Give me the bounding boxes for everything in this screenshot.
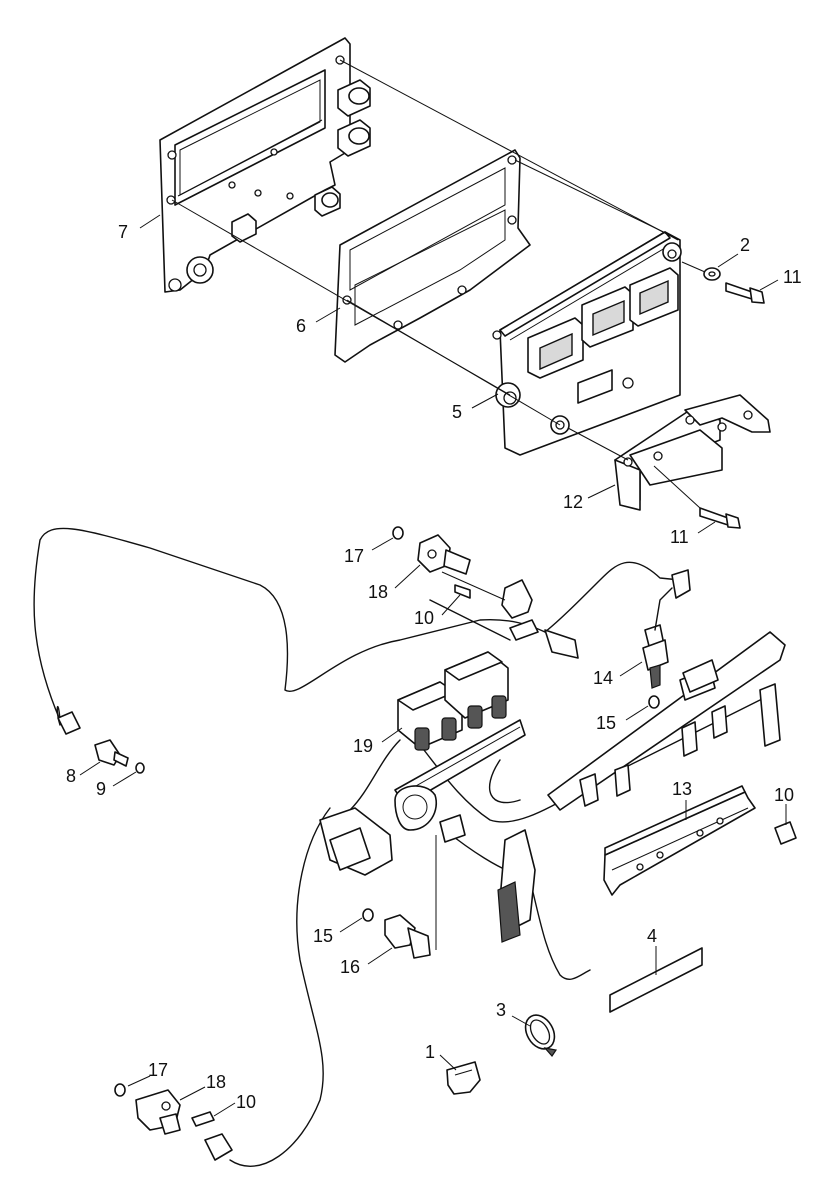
part-14-pressure-sensor xyxy=(642,587,673,689)
part-4-label-strip xyxy=(609,947,703,1013)
part-10-bolt-lower xyxy=(191,1111,215,1127)
part-17-o-ring-lower xyxy=(114,1083,126,1097)
bracket-standoffs xyxy=(231,79,371,243)
part-17-o-ring-upper xyxy=(392,526,404,540)
callout-9: 9 xyxy=(96,779,106,799)
part-18-crank-sensor-lower xyxy=(135,1089,181,1135)
part-10-bolt-upper xyxy=(454,584,471,599)
callout-12: 12 xyxy=(563,492,583,512)
assembly-reference-lines xyxy=(171,59,706,950)
part-19-relay-assembly xyxy=(397,651,509,751)
callout-16: 16 xyxy=(340,957,360,977)
callout-10-lower: 10 xyxy=(236,1092,256,1112)
part-5-control-module xyxy=(492,231,682,456)
part-7-mounting-bracket xyxy=(159,37,371,293)
callout-3: 3 xyxy=(496,1000,506,1020)
callout-18-lower: 18 xyxy=(206,1072,226,1092)
callout-1: 1 xyxy=(425,1042,435,1062)
part-18-crank-sensor-upper xyxy=(417,534,471,575)
callout-17-lower: 17 xyxy=(148,1060,168,1080)
callout-2: 2 xyxy=(740,235,750,255)
module-connectors xyxy=(527,267,679,379)
callout-18-upper: 18 xyxy=(368,582,388,602)
callout-11-lower: 11 xyxy=(670,527,689,547)
harness-end-connector-left xyxy=(57,711,81,735)
callout-10-upper: 10 xyxy=(414,608,434,628)
part-11-bolt-upper xyxy=(725,282,765,304)
part-9-o-ring xyxy=(135,762,145,774)
callout-14: 14 xyxy=(593,668,613,688)
callout-8: 8 xyxy=(66,766,76,786)
harness-end-connector-bottom xyxy=(204,1133,233,1161)
callout-13: 13 xyxy=(672,779,692,799)
callout-4: 4 xyxy=(647,926,657,946)
part-1-cable-clip xyxy=(446,1061,481,1095)
part-8-temp-sensor xyxy=(94,739,129,767)
part-11-bolt-lower xyxy=(699,507,741,529)
callout-numbers: 7 6 5 2 11 12 11 17 18 10 14 15 13 10 19… xyxy=(66,222,802,1112)
callout-17-upper: 17 xyxy=(344,546,364,566)
callout-15-lower: 15 xyxy=(313,926,333,946)
part-15-o-ring-lower xyxy=(362,908,374,922)
callout-15-right: 15 xyxy=(596,713,616,733)
callout-7: 7 xyxy=(118,222,128,242)
part-10-bolt-right xyxy=(774,821,797,845)
part-16-sensor xyxy=(384,914,431,959)
callout-5: 5 xyxy=(452,402,462,422)
part-12-support-bracket xyxy=(614,394,771,511)
part-13-rail-bracket xyxy=(603,785,756,896)
callout-19: 19 xyxy=(353,736,373,756)
callout-6: 6 xyxy=(296,316,306,336)
part-3-clamp xyxy=(524,1014,558,1057)
part-15-o-ring-right xyxy=(648,695,660,709)
callout-11-upper: 11 xyxy=(783,267,802,287)
part-2-washer xyxy=(703,267,721,281)
callout-10-right: 10 xyxy=(774,785,794,805)
wiring-harness xyxy=(33,527,786,1167)
callout-leaders xyxy=(79,214,787,1117)
